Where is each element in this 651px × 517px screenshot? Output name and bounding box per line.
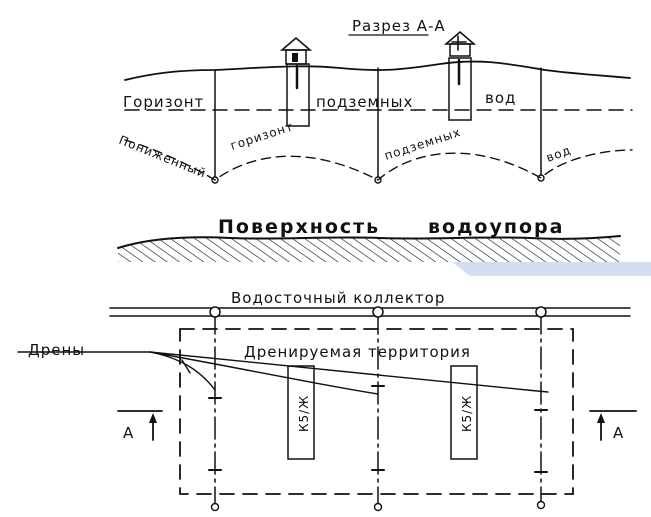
drained-territory-label: Дренируемая территория [244,343,471,361]
section-title: Разрез А-А [352,17,446,35]
drains-label: Дрены [28,341,85,359]
lowered-horizon-line [124,139,633,181]
drained-territory-boundary [179,328,574,495]
horizon-label: Горизонт [123,93,204,111]
underground-label: подземных [316,93,413,111]
section-mark-right-label: А [613,424,624,442]
watermark-shape [452,262,651,276]
section-mark-left-label: А [123,424,134,442]
aquiclude-hatching [118,236,620,262]
lowered-label: Пониженный [117,133,209,181]
building-left [287,365,315,460]
well-house-left [279,36,313,65]
foundation-right [448,57,472,121]
section-mark-left [117,410,163,441]
building-left-label: К5/Ж [297,395,311,432]
foundation-left [286,63,310,127]
section-mark-right [589,410,637,441]
water-label: вод [485,89,516,107]
building-right-label: К5/Ж [460,395,474,432]
ground-surface-line [124,60,631,81]
well-house-right [443,30,477,57]
aquiclude-surface-label: Поверхность [218,216,380,238]
drain-lines-plan [208,306,548,512]
collector-label: Водосточный коллектор [231,289,445,307]
drain-branch-2 [149,351,379,395]
building-right [450,365,478,460]
horizon-lower-label: горизонт [229,119,296,153]
water-lower-label: вод [544,143,573,165]
vertical-drains [211,67,545,184]
drain-branch-1 [149,351,549,393]
aquiclude-label: водоупора [428,216,564,238]
drain-branch-3 [149,351,216,391]
